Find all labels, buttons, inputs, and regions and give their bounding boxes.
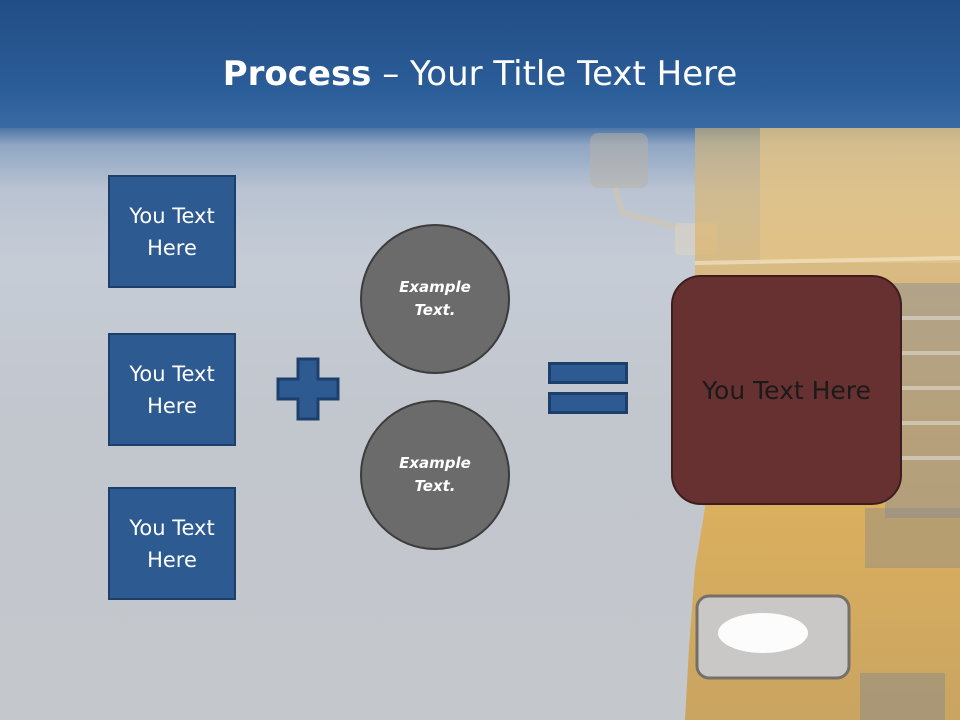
- example-circle-2-label: Example Text.: [399, 454, 471, 495]
- result-text-box[interactable]: You Text Here: [671, 275, 902, 505]
- example-circle-1[interactable]: Example Text.: [360, 224, 510, 374]
- plus-icon: [276, 357, 340, 421]
- title-bar: [0, 0, 960, 128]
- left-text-box-3-label: You Text Here: [129, 515, 215, 572]
- left-text-box-1[interactable]: You Text Here: [108, 175, 236, 288]
- example-circle-1-label: Example Text.: [399, 278, 471, 319]
- left-text-box-3[interactable]: You Text Here: [108, 487, 236, 600]
- equals-icon: [548, 362, 628, 414]
- left-text-box-1-label: You Text Here: [129, 203, 215, 260]
- left-text-box-2-label: You Text Here: [129, 361, 215, 418]
- page-title: Process – Your Title Text Here: [0, 52, 960, 96]
- left-text-box-2[interactable]: You Text Here: [108, 333, 236, 446]
- example-circle-2[interactable]: Example Text.: [360, 400, 510, 550]
- title-rest: – Your Title Text Here: [371, 54, 738, 94]
- result-text-box-label: You Text Here: [702, 375, 871, 405]
- title-bold: Process: [222, 54, 372, 94]
